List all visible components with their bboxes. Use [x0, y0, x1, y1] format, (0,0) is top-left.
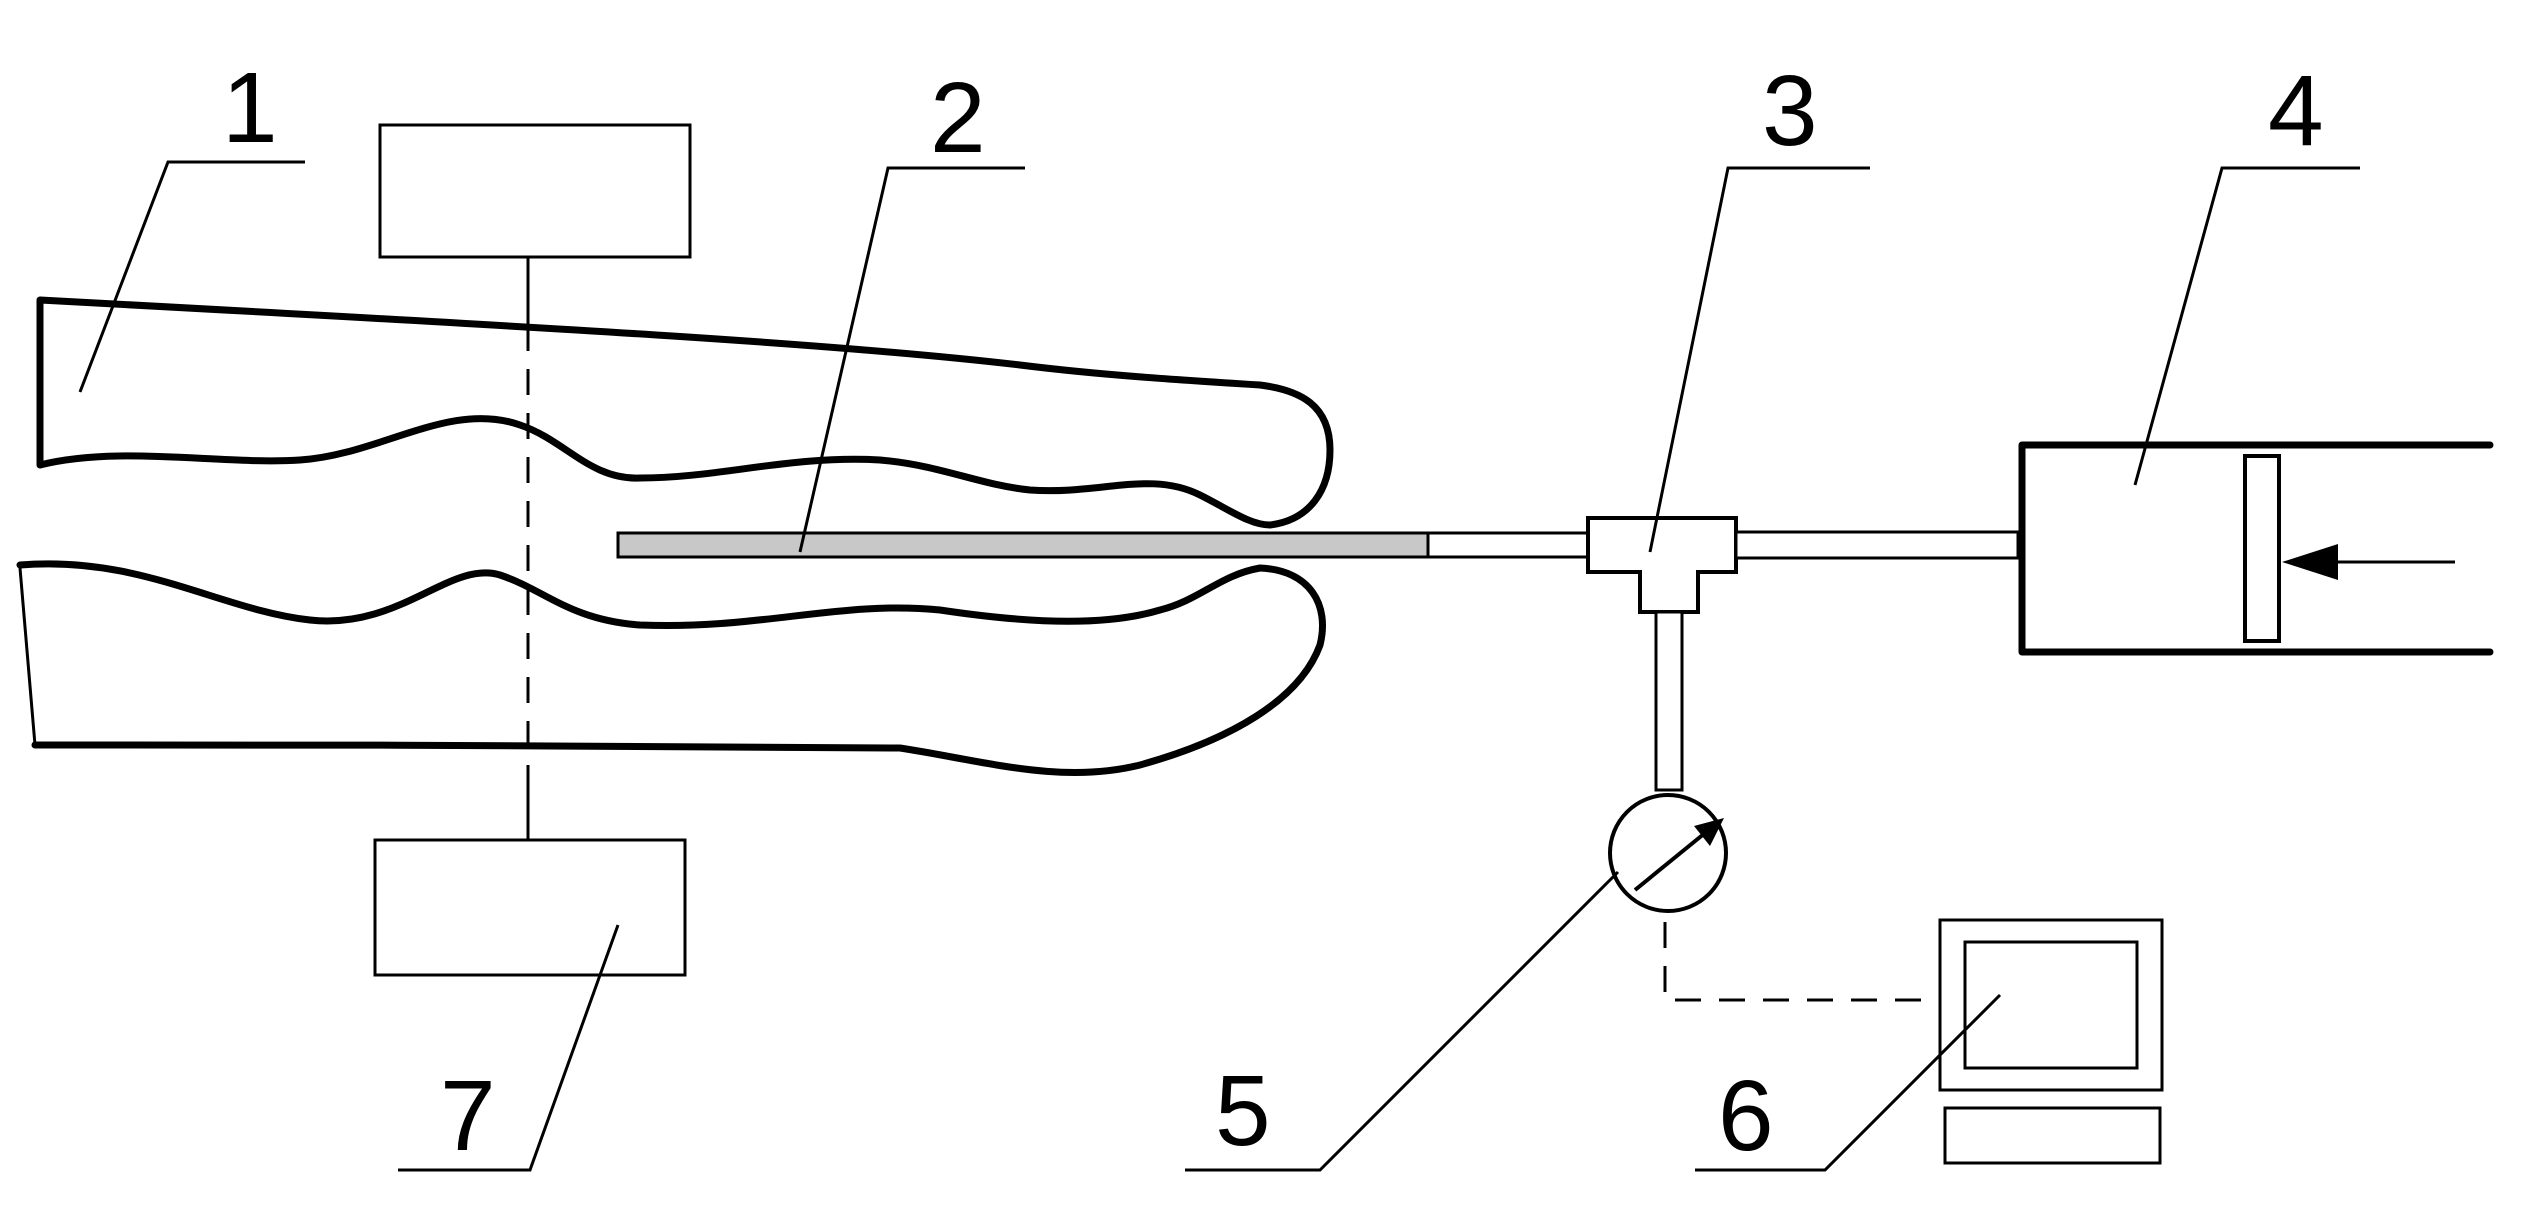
label-3: 3: [1762, 55, 1818, 167]
syringe: [2018, 441, 2494, 656]
upper-lobe-outline: [36, 296, 1334, 529]
label-2: 2: [930, 62, 986, 174]
pressure-gauge: [1608, 793, 1728, 913]
syringe-plunger-head: [2243, 454, 2281, 643]
leader-2: [798, 166, 1025, 553]
gauge-dial: [1608, 793, 1728, 913]
gauge-needle-arrow: [1694, 818, 1724, 846]
bottom-imaging-unit: [373, 838, 687, 977]
label-7: 7: [440, 1060, 496, 1172]
tissue-body: [16, 296, 1334, 776]
leader-5: [1185, 870, 1620, 1172]
push-arrow-head: [2282, 544, 2338, 580]
label-5: 5: [1215, 1055, 1271, 1167]
leader-7: [398, 924, 620, 1172]
leader-1: [78, 160, 305, 393]
leader-4: [2133, 166, 2360, 486]
top-imaging-unit: [378, 123, 692, 259]
signal-cable: [1663, 922, 1938, 1002]
computer: [1938, 918, 2164, 1165]
syringe-barrel: [2018, 441, 2494, 656]
label-6: 6: [1718, 1060, 1774, 1172]
gauge-needle: [1633, 831, 1707, 892]
labels: 1 2 3 4 5 6 7: [222, 52, 2324, 1172]
tube-to-gauge: [1654, 610, 1684, 792]
leader-6: [1695, 993, 2002, 1172]
lower-lobe-outline: [16, 560, 1326, 776]
label-4: 4: [2268, 55, 2324, 167]
tube-to-syringe: [1734, 530, 2020, 560]
needle-shaft: [616, 531, 1430, 559]
label-1: 1: [222, 52, 278, 164]
needle-connector-tube: [1426, 531, 1590, 559]
leader-lines: [78, 160, 2360, 1172]
leader-3: [1648, 166, 1870, 553]
lower-lobe-left-edge: [18, 567, 37, 746]
monitor-screen: [1963, 940, 2139, 1070]
needle-probe: [616, 531, 1590, 559]
t-connector: [1586, 516, 2020, 792]
imaging-system: [373, 123, 692, 977]
t-connector-body: [1586, 516, 1738, 614]
keyboard: [1943, 1106, 2162, 1165]
